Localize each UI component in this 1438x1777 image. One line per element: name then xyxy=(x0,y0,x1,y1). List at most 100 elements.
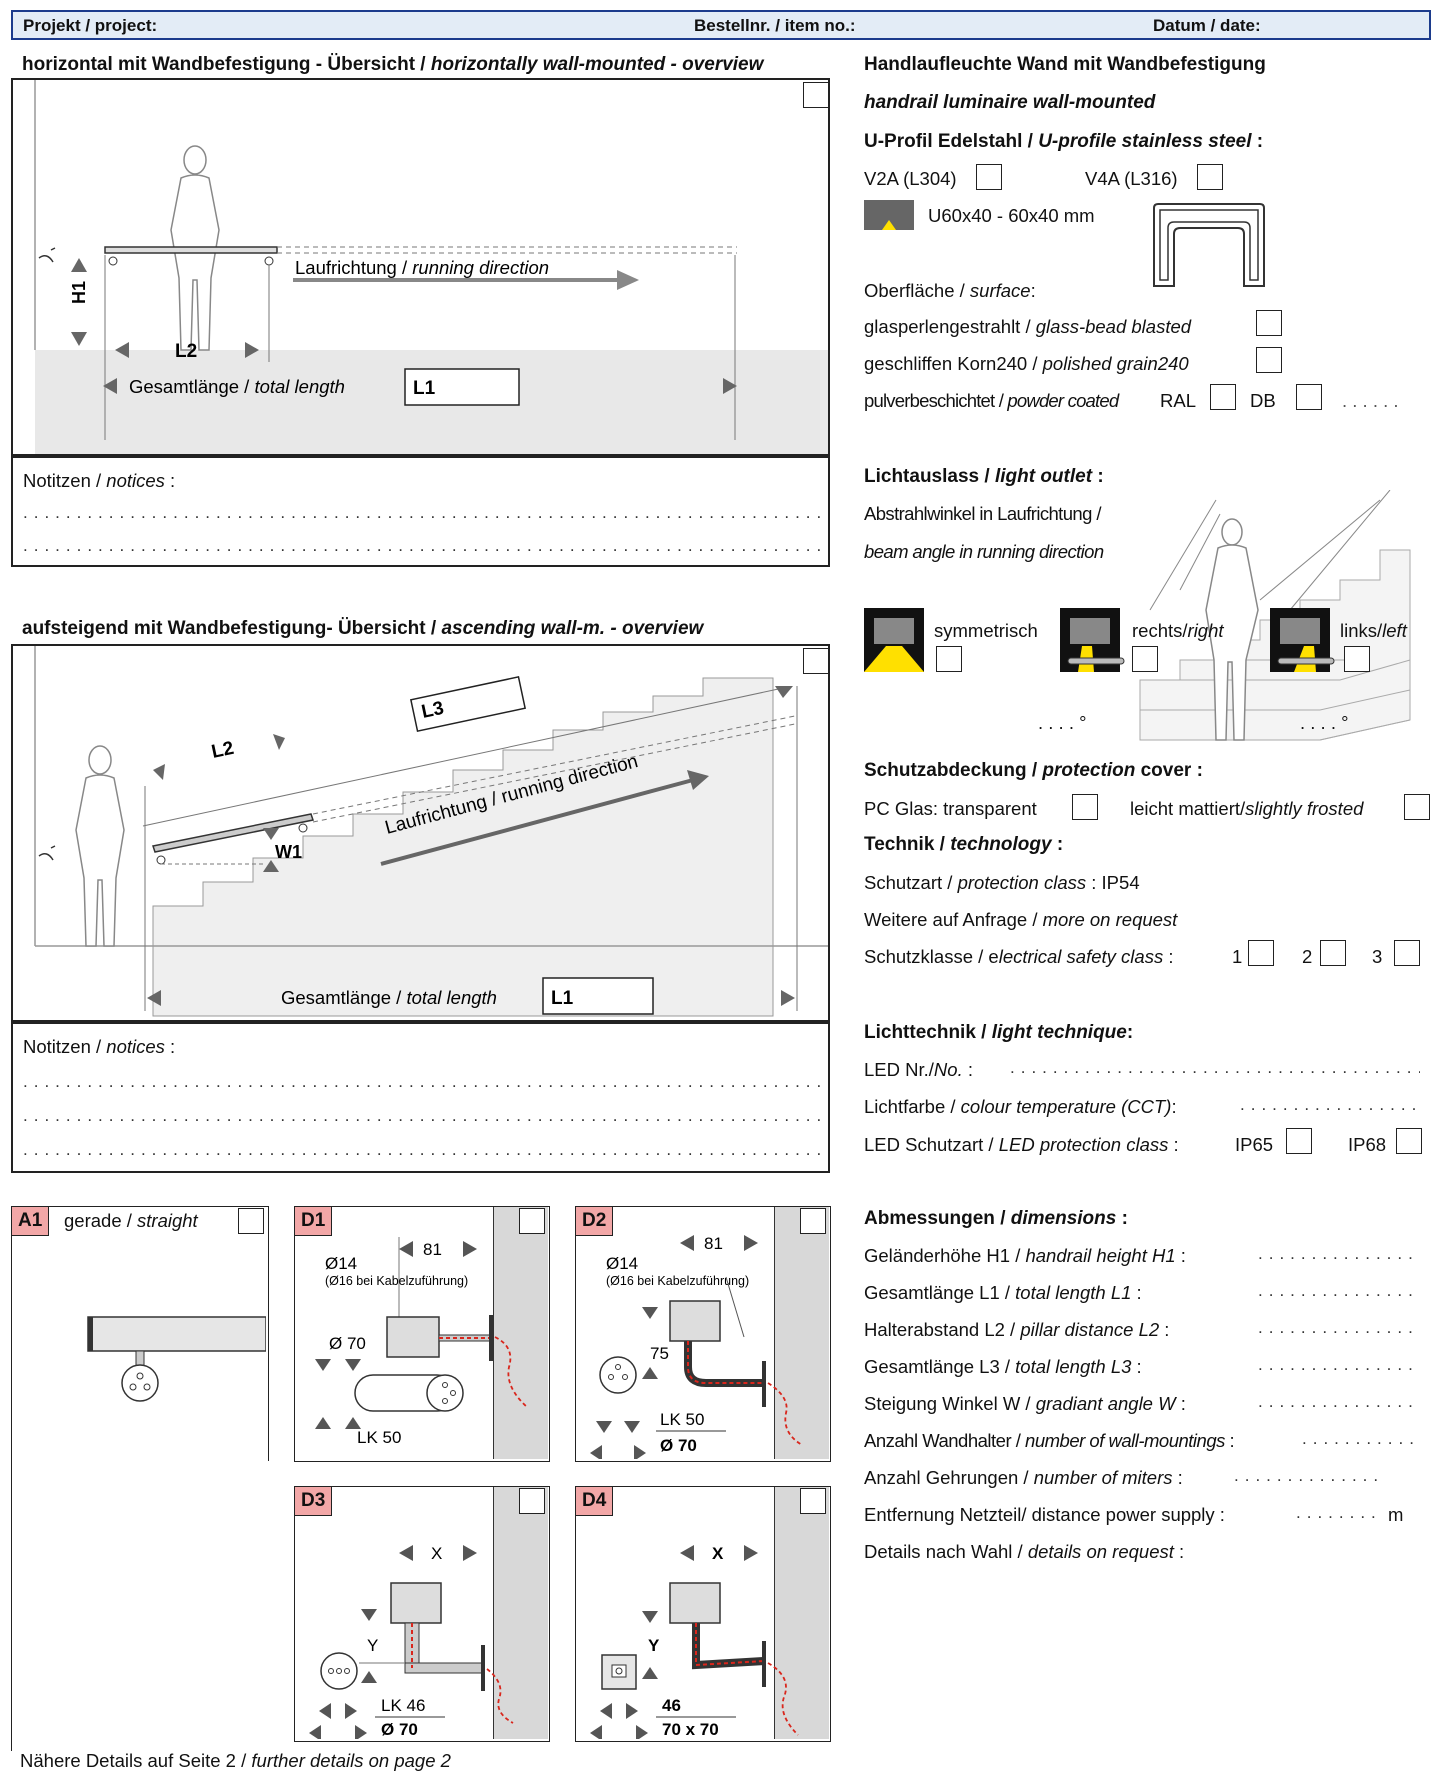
light-outlet-heading: Lichtauslass / light outlet : xyxy=(864,466,1104,487)
led-no-dots[interactable]: ........................................… xyxy=(1010,1058,1420,1077)
dimension-dots[interactable]: ............... xyxy=(1258,1281,1418,1300)
surface-option-1-checkbox[interactable] xyxy=(1256,310,1282,336)
beam-angle-de: Abstrahlwinkel in Laufrichtung / xyxy=(864,503,1101,524)
led-no-label: LED Nr./No. : xyxy=(864,1059,973,1080)
dimension-dots[interactable]: ............... xyxy=(1258,1392,1418,1411)
dimensions-heading: Abmessungen / dimensions : xyxy=(864,1208,1128,1229)
notes-line: ........................................… xyxy=(23,503,823,522)
detail-d4[interactable]: D4 X Y 46 70 x 70 xyxy=(575,1486,831,1742)
a1-checkbox[interactable] xyxy=(238,1208,264,1234)
detail-d2[interactable]: D2 81 Ø14 (Ø16 bei Kabelzuführung) 75 LK… xyxy=(575,1206,831,1462)
dimension-dots[interactable]: ............... xyxy=(1258,1355,1418,1374)
a1-label: gerade / straight xyxy=(64,1210,198,1231)
power-supply-dots[interactable]: ........ xyxy=(1296,1503,1382,1522)
dimension-row: Anzahl Gehrungen / number of miters : xyxy=(864,1467,1183,1488)
ascending-checkbox[interactable] xyxy=(803,648,829,674)
surface-heading: Oberfläche / surface: xyxy=(864,280,1036,301)
d2-checkbox[interactable] xyxy=(800,1208,826,1234)
ip65-checkbox[interactable] xyxy=(1286,1128,1312,1154)
d1-tag: D1 xyxy=(295,1207,333,1236)
power-unit: m xyxy=(1388,1504,1404,1525)
v2a-checkbox[interactable] xyxy=(976,164,1002,190)
cct-dots[interactable]: .................. xyxy=(1240,1095,1420,1114)
a1-drawing xyxy=(87,1316,266,1402)
u60-label: U60x40 - 60x40 mm xyxy=(928,205,1095,226)
d2-drawing: 81 Ø14 (Ø16 bei Kabelzuführung) 75 LK 50… xyxy=(590,1234,803,1459)
header-bar: Projekt / project: Bestellnr. / item no.… xyxy=(11,10,1431,40)
beam-left-icon xyxy=(1270,608,1335,672)
cover-frosted-checkbox[interactable] xyxy=(1404,794,1430,820)
safety-class-3-label: 3 xyxy=(1372,946,1383,967)
notes-label-2: Notitzen / notices : xyxy=(23,1036,176,1057)
safety-class-1-checkbox[interactable] xyxy=(1248,940,1274,966)
d2-plate: Ø 70 xyxy=(660,1436,697,1455)
notes-label-1: Notitzen / notices : xyxy=(23,470,176,491)
db-checkbox[interactable] xyxy=(1296,384,1322,410)
beam-right-checkbox[interactable] xyxy=(1132,646,1158,672)
d4-checkbox[interactable] xyxy=(800,1488,826,1514)
a1-tag: A1 xyxy=(12,1207,50,1236)
ascending-l3-label: L3 xyxy=(420,698,446,723)
d1-cable: (Ø16 bei Kabelzuführung) xyxy=(325,1274,468,1288)
d3-checkbox[interactable] xyxy=(519,1488,545,1514)
d3-drawing: X Y LK 46 Ø 70 xyxy=(309,1544,514,1739)
dimension-dots[interactable]: ............... xyxy=(1258,1318,1418,1337)
d3-x: X xyxy=(431,1544,442,1563)
dimension-dots[interactable]: ........... xyxy=(1302,1429,1420,1448)
cct-label: Lichtfarbe / colour temperature (CCT): xyxy=(864,1096,1177,1117)
detail-a1[interactable]: A1 gerade / straight xyxy=(11,1206,269,1462)
a1-empty-column xyxy=(11,1461,269,1751)
detail-d3[interactable]: D3 X Y LK 46 Ø 70 xyxy=(294,1486,550,1742)
date-label: Datum / date: xyxy=(1153,16,1261,35)
d1-drawing: 81 Ø14 (Ø16 bei Kabelzuführung) Ø 70 LK … xyxy=(315,1237,528,1447)
product-title: Handlaufleuchte Wand mit Wandbefestigung xyxy=(864,54,1266,75)
person-figure-2 xyxy=(75,745,125,947)
l1-label: L1 xyxy=(413,378,436,399)
power-supply-label: Entfernung Netzteil/ distance power supp… xyxy=(864,1504,1225,1525)
d4-drawing: X Y 46 70 x 70 xyxy=(590,1544,799,1739)
dimension-row: Gesamtlänge L3 / total length L3 : xyxy=(864,1356,1142,1377)
product-subtitle: handrail luminaire wall-mounted xyxy=(864,92,1156,113)
notes-box-2[interactable]: Notitzen / notices : ...................… xyxy=(11,1021,830,1173)
ral-checkbox[interactable] xyxy=(1210,384,1236,410)
d3-lk: LK 46 xyxy=(381,1696,425,1715)
v4a-checkbox[interactable] xyxy=(1197,164,1223,190)
horizontal-checkbox[interactable] xyxy=(803,82,829,108)
d4-y: Y xyxy=(648,1636,660,1655)
ascending-title: aufsteigend mit Wandbefestigung- Übersic… xyxy=(22,618,704,639)
beam-left-checkbox[interactable] xyxy=(1344,646,1370,672)
beam-left-degree: . . . . ° xyxy=(1300,712,1349,733)
beam-symmetric-checkbox[interactable] xyxy=(936,646,962,672)
notes-box-1[interactable]: Notitzen / notices : ...................… xyxy=(11,455,830,567)
dimension-dots[interactable]: .............. xyxy=(1234,1466,1385,1485)
w1-label: W1 xyxy=(275,842,302,862)
project-label: Projekt / project: xyxy=(23,16,158,35)
led-protection-label: LED Schutzart / LED protection class : xyxy=(864,1134,1179,1155)
beam-right-degree: . . . . ° xyxy=(1038,712,1087,733)
d1-dia: Ø14 xyxy=(325,1254,357,1273)
safety-class-1-label: 1 xyxy=(1232,946,1243,967)
safety-class-2-label: 2 xyxy=(1302,946,1313,967)
ip65-label: IP65 xyxy=(1235,1134,1274,1155)
cover-transparent-label: PC Glas: transparent xyxy=(864,798,1037,819)
d2-lk: LK 50 xyxy=(660,1410,704,1429)
dimension-row: Anzahl Wandhalter / number of wall-mount… xyxy=(864,1430,1235,1451)
ip68-label: IP68 xyxy=(1348,1134,1387,1155)
notes-line: ........................................… xyxy=(23,536,823,555)
surface-dots: . . . . . . xyxy=(1342,390,1399,411)
detail-d1[interactable]: D1 81 Ø14 (Ø16 bei Kabelzuführung) Ø 70 … xyxy=(294,1206,550,1462)
dimension-dots[interactable]: ............... xyxy=(1258,1244,1418,1263)
d2-cable: (Ø16 bei Kabelzuführung) xyxy=(606,1274,749,1288)
d3-plate: Ø 70 xyxy=(381,1720,418,1739)
safety-class-2-checkbox[interactable] xyxy=(1320,940,1346,966)
db-label: DB xyxy=(1250,390,1276,411)
safety-class-3-checkbox[interactable] xyxy=(1394,940,1420,966)
d1-checkbox[interactable] xyxy=(519,1208,545,1234)
v2a-label: V2A (L304) xyxy=(864,168,957,189)
surface-option-2-checkbox[interactable] xyxy=(1256,347,1282,373)
cover-transparent-checkbox[interactable] xyxy=(1072,794,1098,820)
dimension-row: Steigung Winkel W / gradiant angle W : xyxy=(864,1393,1186,1414)
ip68-checkbox[interactable] xyxy=(1396,1128,1422,1154)
dimension-row: Halterabstand L2 / pillar distance L2 : xyxy=(864,1319,1170,1340)
surface-option-2: geschliffen Korn240 / polished grain240 xyxy=(864,353,1189,374)
